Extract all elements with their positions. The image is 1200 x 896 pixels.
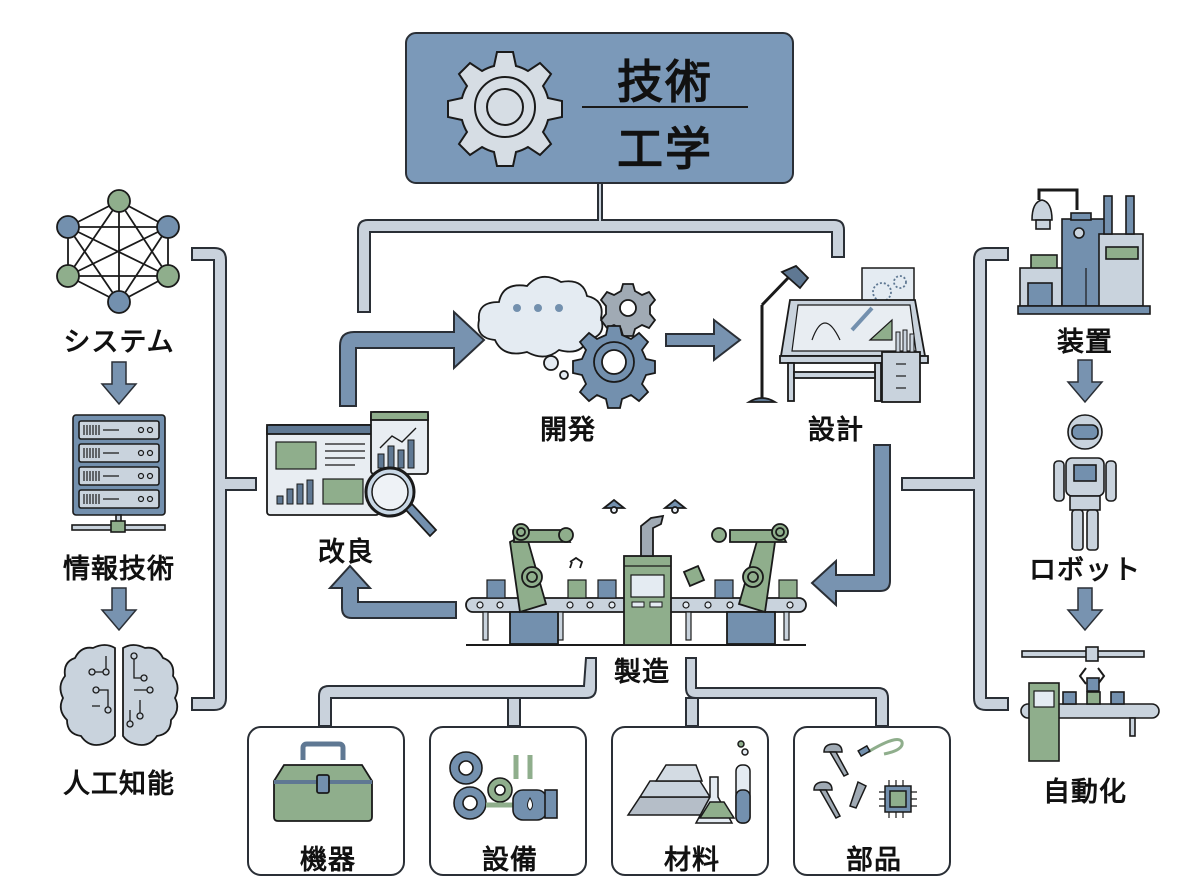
thought-gears-icon — [477, 276, 657, 409]
label-robot: ロボット — [1029, 555, 1141, 586]
server-icon — [71, 414, 166, 533]
title-line-2: 工学 — [617, 122, 713, 176]
connector-left-bracket — [191, 247, 257, 711]
arrow-system-to-it — [100, 361, 138, 406]
automation-line-icon — [1020, 646, 1160, 762]
arrow-design-to-manufacture — [810, 444, 891, 608]
arrow-it-to-ai — [100, 587, 138, 632]
arrow-improve-to-develop — [339, 309, 486, 407]
title-line-1: 技術 — [617, 55, 713, 109]
assembly-line-icon — [465, 498, 807, 646]
label-system: システム — [63, 327, 175, 358]
resource-card-parts: 部品 — [793, 726, 951, 876]
resource-card-equipment: 機器 — [247, 726, 405, 876]
label-manufacturing: 製造 — [614, 657, 670, 688]
label-information-technology: 情報技術 — [63, 554, 175, 585]
connector-right-bracket — [901, 247, 1009, 711]
label-parts: 部品 — [846, 845, 902, 876]
label-device: 装置 — [1057, 327, 1113, 358]
brain-icon — [59, 644, 179, 746]
label-equipment: 機器 — [300, 845, 356, 876]
connector-bottom — [318, 657, 889, 727]
label-automation: 自動化 — [1043, 777, 1127, 808]
arrow-device-to-robot — [1066, 359, 1104, 404]
arrow-robot-to-automation — [1066, 587, 1104, 632]
label-design: 設計 — [808, 415, 864, 446]
network-icon — [56, 189, 180, 314]
resource-card-materials: 材料 — [611, 726, 769, 876]
label-improvement: 改良 — [318, 537, 374, 568]
label-development: 開発 — [540, 415, 596, 446]
gear-icon — [447, 51, 563, 167]
factory-machine-icon — [1017, 188, 1151, 315]
connector-top — [357, 181, 845, 313]
drafting-table-icon — [745, 264, 929, 403]
label-materials: 材料 — [664, 845, 720, 876]
arrow-develop-to-design — [665, 317, 742, 363]
robot-icon — [1053, 414, 1117, 551]
label-artificial-intelligence: 人工知能 — [63, 769, 175, 800]
label-facilities: 設備 — [482, 845, 538, 876]
analytics-magnifier-icon — [266, 411, 438, 538]
resource-card-facilities: 設備 — [429, 726, 587, 876]
arrow-manufacture-to-improve — [327, 564, 457, 619]
